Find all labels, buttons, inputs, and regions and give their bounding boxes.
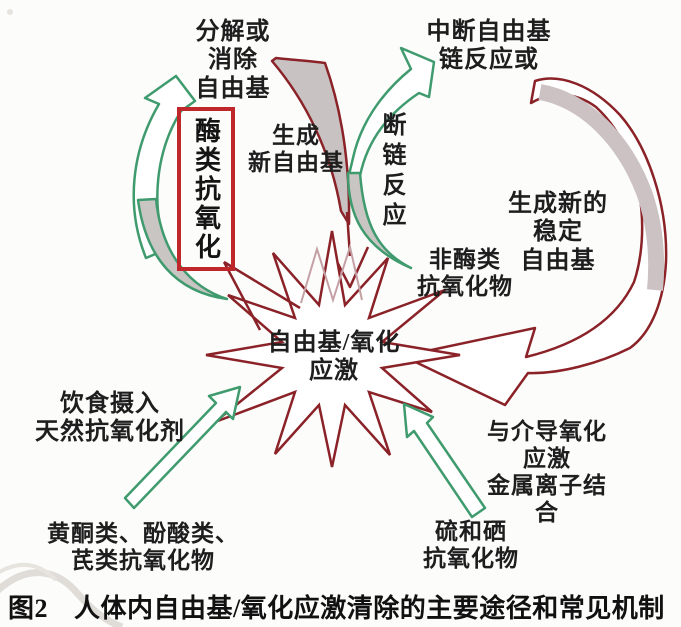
label-flavonoid-antioxidants: 黄酮类、酚酸类、 芪类抗氧化物 bbox=[47, 521, 239, 574]
label-decompose-eliminate-radicals: 分解或 消除 自由基 bbox=[195, 19, 271, 102]
burst-echo-zigzag-icon bbox=[300, 243, 363, 304]
enzyme-antioxidant-box: 酶类抗氧化 bbox=[177, 107, 235, 271]
label-sulfur-selenium-antioxidants: 硫和硒 抗氧化物 bbox=[423, 519, 519, 572]
label-new-stable-radicals: 生成新的稳定 自由基 bbox=[508, 191, 608, 274]
watermark-squiggle-icon bbox=[0, 9, 124, 627]
diet-arrow-icon bbox=[123, 385, 242, 510]
figure-caption-number: 图2 bbox=[8, 594, 49, 623]
label-chain-breaking-reaction: 断链反应 bbox=[378, 112, 404, 232]
label-dietary-intake: 饮食摄入 天然抗氧化剂 bbox=[35, 391, 185, 446]
enzyme-to-burst-connector-icon bbox=[222, 260, 301, 331]
chain-break-band-icon bbox=[346, 171, 413, 270]
label-metal-ion-binding: 与介导氧化应激 金属离子结合 bbox=[487, 419, 607, 526]
figure-caption: 图2 人体内自由基/氧化应激清除的主要途径和常见机制 bbox=[8, 588, 678, 625]
label-interrupt-chain-reaction: 中断自由基 链反应或 bbox=[426, 19, 552, 74]
label-generate-new-radicals: 生成 新自由基 bbox=[248, 123, 344, 176]
label-non-enzyme-antioxidants: 非酶类 抗氧化物 bbox=[417, 247, 513, 300]
enzyme-cycle-band-icon bbox=[136, 197, 229, 301]
stable-radical-arrow-icon bbox=[401, 77, 668, 407]
label-free-radical-oxidative-stress: 自由基/氧化 应激 bbox=[267, 330, 401, 385]
stable-radical-band-fill-icon bbox=[538, 84, 665, 291]
figure-caption-text: 人体内自由基/氧化应激清除的主要途径和常见机制 bbox=[74, 594, 665, 623]
burst-star-icon bbox=[205, 230, 461, 468]
label-enzyme-antioxidant: 酶类抗氧化 bbox=[191, 116, 221, 262]
sulfur-arrow-icon bbox=[402, 402, 487, 519]
